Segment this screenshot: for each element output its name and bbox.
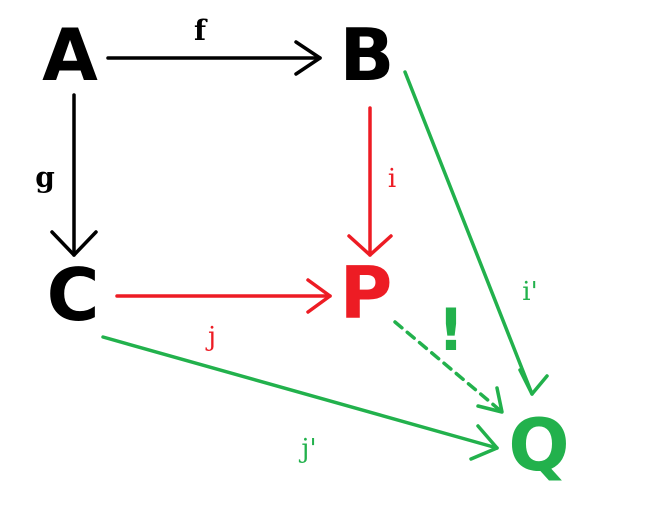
label-i: i [388, 164, 396, 194]
arrow-f [106, 40, 322, 76]
label-j-prime: j' [298, 434, 316, 464]
label-i-prime: i' [522, 277, 537, 307]
arrow-i-prime [403, 70, 549, 396]
arrow-unique-dashed [393, 320, 504, 414]
node-q: Q [508, 403, 569, 487]
label-g: g [35, 161, 55, 194]
node-a: A [42, 13, 98, 97]
node-b: B [340, 13, 395, 97]
arrow-i [347, 106, 393, 257]
node-p: P [340, 251, 393, 335]
label-f: f [194, 14, 208, 47]
arrow-j [115, 278, 332, 314]
label-j: j [205, 322, 216, 352]
node-c: C [47, 253, 100, 337]
uniqueness-mark: ! [438, 296, 464, 364]
arrow-g [50, 93, 98, 257]
arrow-j-prime [101, 335, 499, 461]
